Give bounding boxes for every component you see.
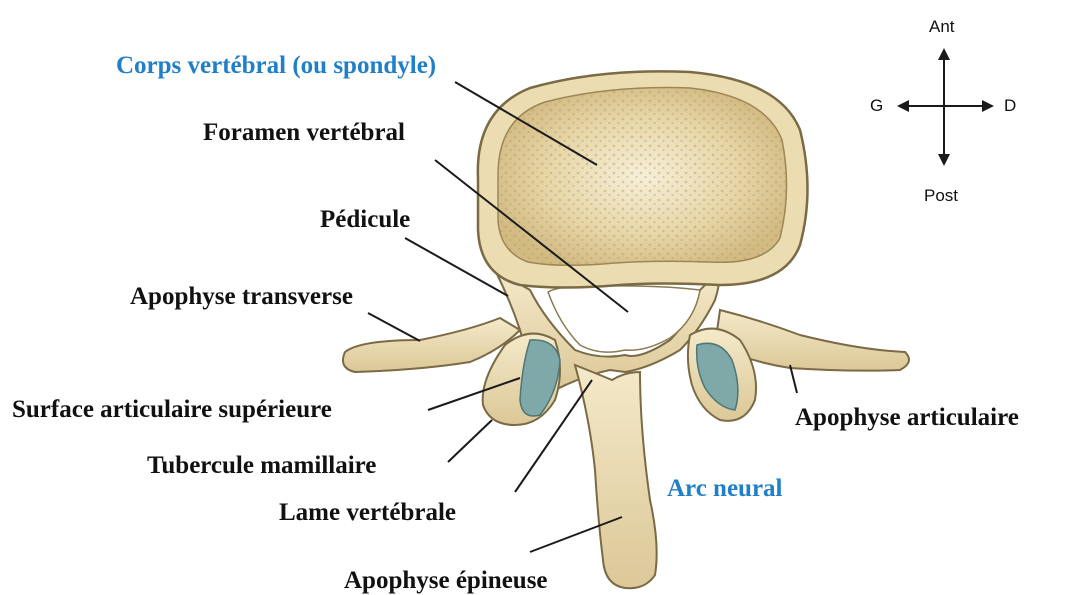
arrow-left-icon xyxy=(897,100,909,112)
compass-label-g: G xyxy=(870,97,883,114)
orientation-compass xyxy=(897,48,994,166)
label-corps-vertebral: Corps vertébral (ou spondyle) xyxy=(116,53,436,78)
compass-label-post: Post xyxy=(924,187,958,204)
label-foramen-vertebral: Foramen vertébral xyxy=(203,120,405,145)
arrow-up-icon xyxy=(938,48,950,60)
label-apophyse-epineuse: Apophyse épineuse xyxy=(344,568,548,593)
label-surface-articulaire: Surface articulaire supérieure xyxy=(12,397,332,422)
label-tubercule-mamillaire: Tubercule mamillaire xyxy=(147,453,376,478)
label-pedicule: Pédicule xyxy=(320,207,410,232)
label-arc-neural: Arc neural xyxy=(667,476,783,501)
compass-label-ant: Ant xyxy=(929,18,955,35)
label-apophyse-articulaire: Apophyse articulaire xyxy=(795,405,1019,430)
label-apophyse-transverse: Apophyse transverse xyxy=(130,284,353,309)
compass-label-d: D xyxy=(1004,97,1016,114)
label-lame-vertebrale: Lame vertébrale xyxy=(279,500,456,525)
arrow-down-icon xyxy=(938,154,950,166)
vertebral-body-trabeculae xyxy=(498,88,787,266)
arrow-right-icon xyxy=(982,100,994,112)
spinous-process xyxy=(575,365,657,588)
leader-transverse xyxy=(368,313,420,341)
leader-tubercule xyxy=(448,420,492,462)
